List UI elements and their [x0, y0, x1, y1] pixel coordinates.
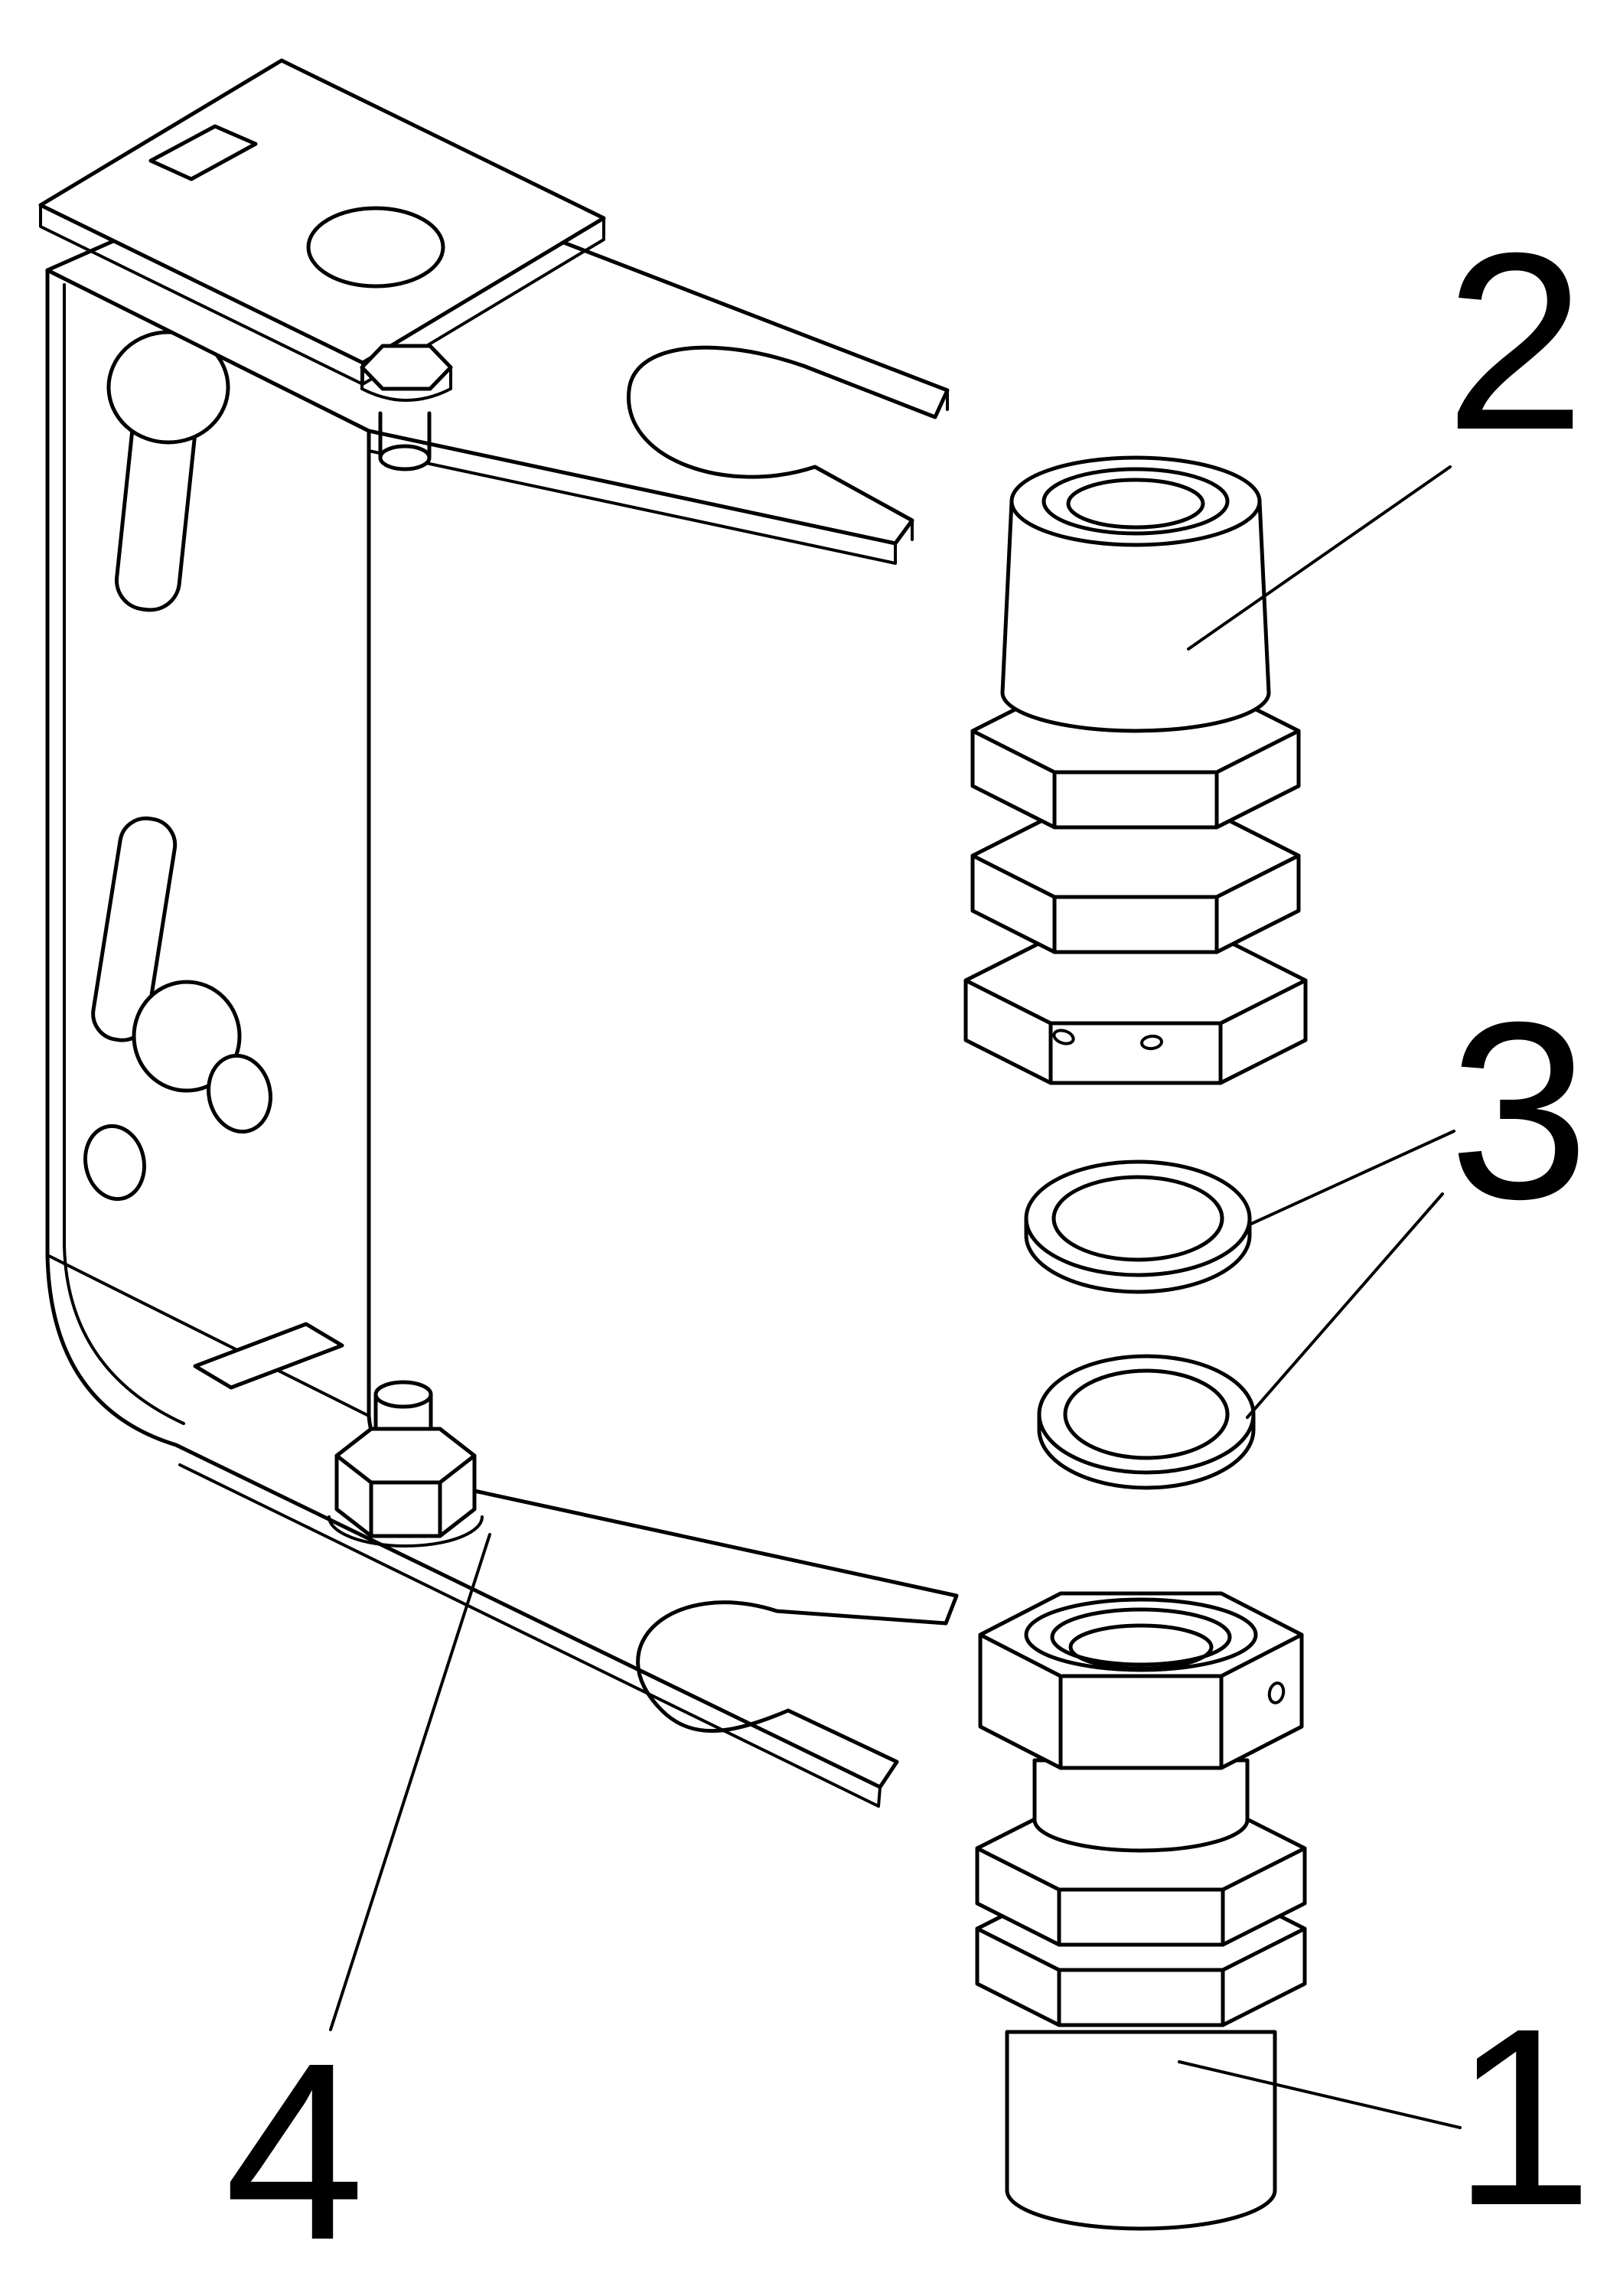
bolt-nut-edges [334, 1453, 477, 1538]
upper-fitting [963, 455, 1308, 1085]
top-clip-round-hole [306, 206, 445, 289]
washer-upper-side [1024, 1216, 1252, 1294]
top-clip-bolt [360, 344, 453, 471]
top-clip-rect-hole [148, 124, 258, 181]
top-clip [38, 58, 606, 386]
callout-label-2: 2 [1445, 200, 1586, 482]
clip-bolt-shaft-lines [378, 411, 432, 458]
washer-lower-outer [1037, 1354, 1256, 1475]
upper-fitting-bore [1066, 478, 1205, 530]
upper-fitting-dimple-right [1140, 1034, 1163, 1051]
lower-fitting [975, 1591, 1307, 2231]
keyhole-slot-lower [91, 816, 242, 1093]
washer-lower-side [1037, 1412, 1256, 1490]
keyhole-slot-lower-head [132, 980, 242, 1093]
lower-fitting-cylinder [1005, 2030, 1277, 2231]
lower-fitting-neck [1032, 1758, 1250, 1853]
lower-fitting-ring2-edges [975, 1926, 1307, 2027]
bracket-bend-lines [46, 283, 370, 1425]
upper-fitting-nut-a-edges [970, 729, 1301, 830]
bracket-hole-left [83, 1124, 146, 1202]
callout-label-1: 1 [1452, 1975, 1593, 2258]
lower-fitting-inner-rim [1050, 1607, 1232, 1667]
keyhole-slot-upper [106, 330, 230, 612]
leader-line-4 [329, 1533, 491, 2031]
lower-fitting-bore [1068, 1623, 1214, 1671]
lower-fitting-dimple [1267, 1681, 1286, 1704]
keyhole-slot-lower-slot [91, 816, 178, 1042]
upper-fitting-nut-c [963, 935, 1308, 1085]
washer-upper [1024, 1159, 1252, 1294]
upper-fitting-cylinder [1000, 499, 1271, 733]
top-flange-thickness [367, 389, 949, 565]
mounting-bracket [38, 58, 959, 1808]
lower-fitting-ring1-edges [975, 1846, 1307, 1947]
callout-label-4: 4 [224, 2010, 365, 2292]
clip-bolt-shaft-end [378, 444, 432, 471]
bolt-shaft-top [373, 1380, 433, 1409]
bracket-bend-slot [193, 1322, 344, 1390]
upper-fitting-nut-b-edges [970, 853, 1301, 954]
leader-line-3b [1246, 1192, 1444, 1419]
upper-fitting-inner-rim [1041, 467, 1230, 536]
upper-fitting-nut-b [970, 812, 1301, 954]
washer-upper-inner [1051, 1175, 1224, 1262]
upper-fitting-nut-c-edges [963, 978, 1308, 1085]
washer-lower [1037, 1354, 1256, 1490]
bottom-flange-bolt [328, 1380, 484, 1548]
callout-label-3: 3 [1449, 969, 1589, 1251]
upper-fitting-dimple-left [1052, 1029, 1075, 1045]
leader-line-1 [1178, 2060, 1462, 2129]
callouts: 2 3 1 4 [224, 200, 1593, 2292]
bottom-flange-thickness [178, 1463, 882, 1808]
clip-bolt-head [360, 344, 453, 391]
clip-bolt-head-side [360, 366, 452, 402]
lower-fitting-top-nut [978, 1591, 1304, 1770]
lower-fitting-top-nut-edges [978, 1632, 1304, 1770]
washer-upper-outer [1024, 1159, 1252, 1277]
bolt-washer-arc [328, 1515, 484, 1548]
washer-lower-inner [1063, 1368, 1230, 1460]
leader-line-3a [1248, 1130, 1455, 1226]
leader-line-2 [1187, 465, 1452, 651]
bracket-hole-right [207, 1053, 272, 1134]
